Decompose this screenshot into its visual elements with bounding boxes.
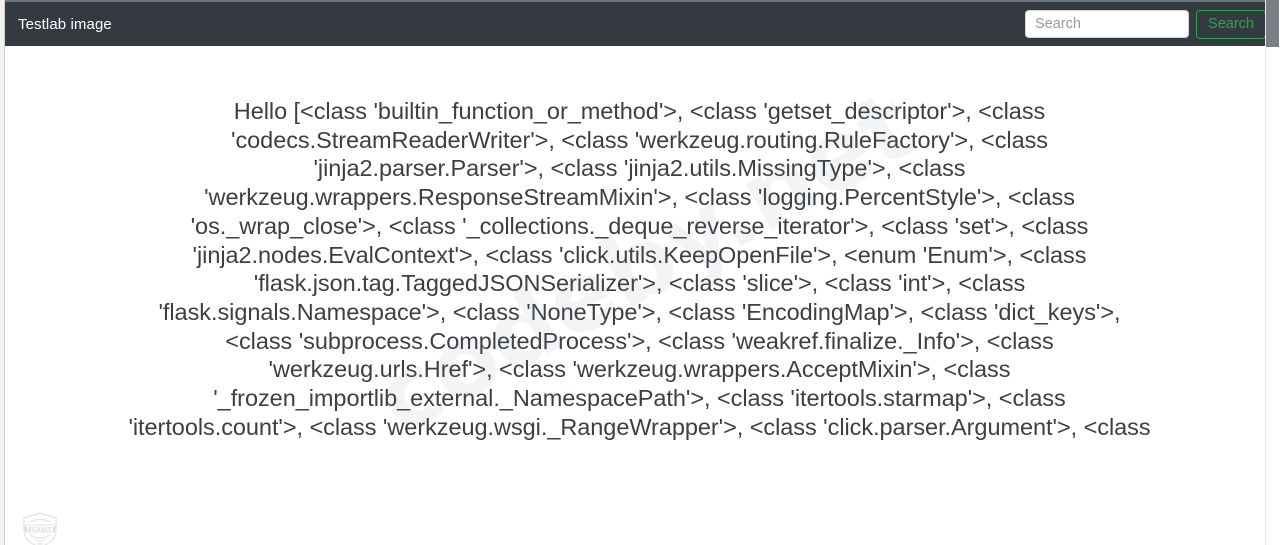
vertical-scrollbar-track[interactable] xyxy=(1265,0,1280,545)
navbar: Testlab image Search xyxy=(5,2,1274,46)
hello-class-list-text: Hello [<class 'builtin_function_or_metho… xyxy=(128,98,1151,440)
page-left-edge xyxy=(0,0,5,545)
navbar-brand[interactable]: Testlab image xyxy=(18,15,112,33)
security-badge-watermark: SECURITY xyxy=(20,512,60,545)
page-content: codeby.net Hello [<class 'builtin_functi… xyxy=(5,46,1274,545)
search-form: Search xyxy=(1025,9,1266,39)
svg-text:SECURITY: SECURITY xyxy=(24,527,56,533)
search-button[interactable]: Search xyxy=(1196,9,1266,39)
navbar-top-shade xyxy=(5,0,1274,2)
search-input[interactable] xyxy=(1025,10,1190,38)
vertical-scrollbar-thumb[interactable] xyxy=(1266,0,1279,47)
